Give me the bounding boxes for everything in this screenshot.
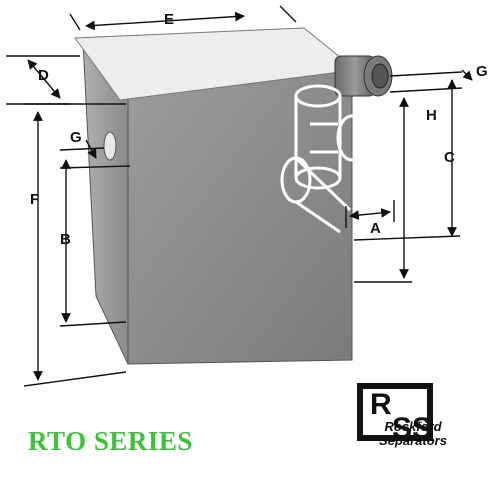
dim-label-g-right: G bbox=[476, 63, 488, 80]
dimension-lines bbox=[6, 5, 473, 387]
logo-line-separators: Separators bbox=[379, 433, 447, 448]
dim-label-h: H bbox=[426, 107, 437, 124]
dim-label-c: C bbox=[444, 149, 455, 166]
dim-label-g-left: G bbox=[70, 129, 82, 146]
dim-label-a: A bbox=[370, 220, 381, 237]
rss-logo-monogram: R SS bbox=[357, 383, 433, 445]
dim-label-f: F bbox=[30, 191, 39, 208]
outlet-pipe bbox=[334, 55, 393, 97]
svg-text:SS: SS bbox=[392, 412, 432, 445]
left-inlet-hole bbox=[103, 131, 117, 161]
dim-label-b: B bbox=[60, 231, 71, 248]
logo-line-rockford: Rockford bbox=[384, 419, 442, 434]
internal-pipes bbox=[280, 84, 368, 234]
svg-text:R: R bbox=[370, 388, 392, 421]
dim-label-d: D bbox=[38, 67, 49, 84]
dim-label-e: E bbox=[164, 11, 174, 28]
series-title: RTO SERIES bbox=[28, 426, 193, 456]
